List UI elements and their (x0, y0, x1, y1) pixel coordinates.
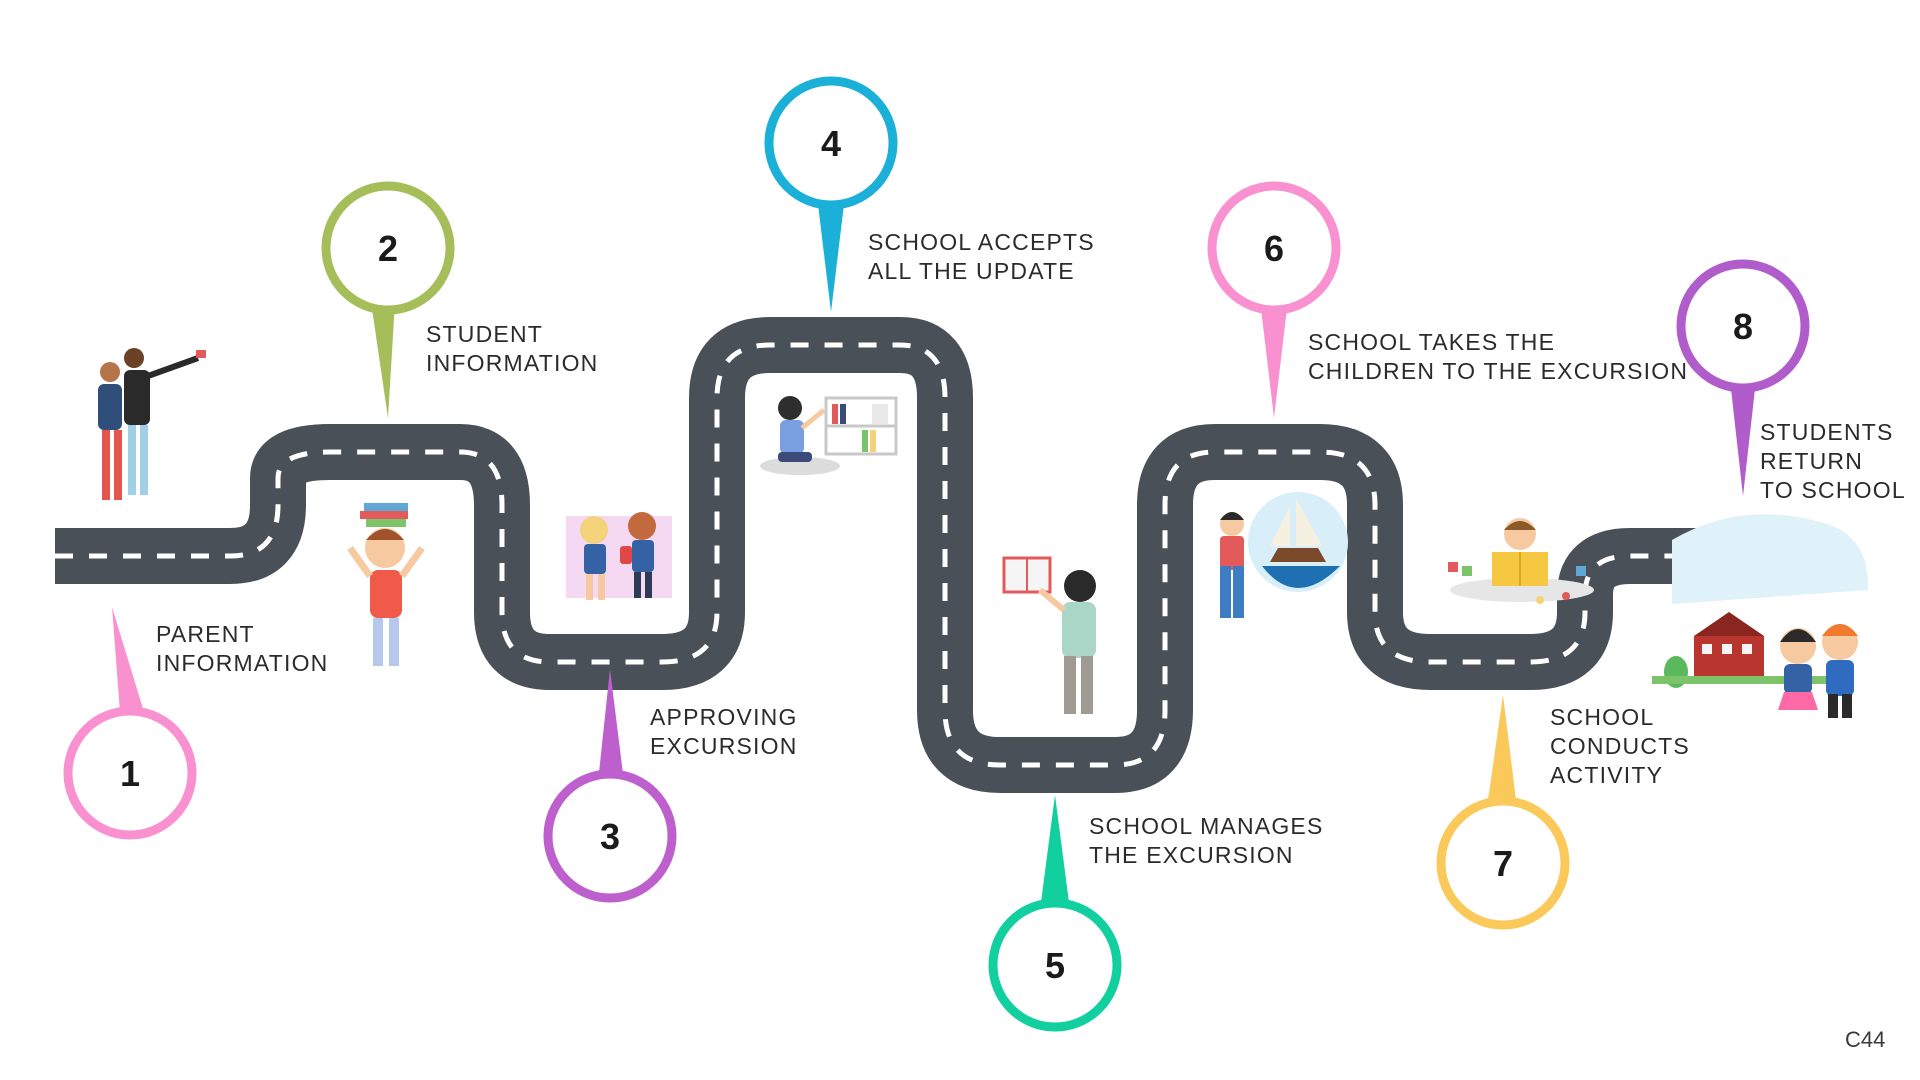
milestone-label-4-line-1: SCHOOL ACCEPTS (868, 229, 1095, 255)
milestone-label-7-line-3: ACTIVITY (1550, 762, 1663, 788)
milestone-label-8-line-3: TO SCHOOL (1760, 477, 1906, 503)
milestone-6: 6 SCHOOL TAKES THE CHILDREN TO THE EXCUR… (1207, 181, 1688, 418)
pin-pointer-1 (112, 607, 144, 712)
milestone-number-8: 8 (1733, 306, 1753, 347)
milestone-label-6-line-1: SCHOOL TAKES THE (1308, 329, 1555, 355)
milestone-label-6-line-2: CHILDREN TO THE EXCURSION (1308, 358, 1688, 384)
milestone-number-6: 6 (1264, 228, 1284, 269)
pin-circle-6 (1207, 181, 1341, 315)
pin-pointer-4 (817, 196, 845, 312)
milestone-5: 5 SCHOOL MANAGES THE EXCURSION (988, 795, 1324, 1032)
kid-balancing-books-illustration (347, 503, 425, 666)
road-center-line (55, 342, 1830, 768)
milestone-number-1: 1 (120, 753, 140, 794)
milestone-4: 4 SCHOOL ACCEPTS ALL THE UPDATE (764, 76, 1095, 312)
pin-pointer-7 (1488, 695, 1516, 800)
pin-circle-8 (1676, 259, 1810, 393)
milestone-label-2-line-2: INFORMATION (426, 350, 598, 376)
pin-circle-4 (764, 76, 898, 210)
milestone-label-7-line-1: SCHOOL (1550, 704, 1654, 730)
page-code: C44 (1845, 1027, 1885, 1052)
pin-circle-5 (988, 898, 1122, 1032)
pin-pointer-5 (1040, 795, 1070, 910)
pin-circle-2 (321, 181, 455, 315)
milestone-label-1-line-1: PARENT (156, 621, 255, 647)
milestone-number-3: 3 (600, 816, 620, 857)
pin-pointer-2 (371, 302, 395, 418)
pin-circle-3 (543, 769, 677, 903)
pin-pointer-3 (598, 669, 624, 782)
milestone-label-2-line-1: STUDENT (426, 321, 543, 347)
milestone-3: 3 APPROVING EXCURSION (543, 669, 798, 903)
school-building-kids-illustration (1652, 514, 1869, 718)
road (55, 317, 1830, 793)
pin-pointer-8 (1730, 380, 1756, 496)
milestone-label-5-line-2: THE EXCURSION (1089, 842, 1294, 868)
boy-reading-toys-illustration (1448, 518, 1594, 604)
milestone-label-8-line-2: RETURN (1760, 448, 1863, 474)
milestone-7: 7 SCHOOL CONDUCTS ACTIVITY (1436, 695, 1690, 930)
milestone-number-2: 2 (378, 228, 398, 269)
pin-circle-1 (63, 706, 197, 840)
girl-reading-book-illustration (1002, 556, 1096, 714)
milestone-label-7-line-2: CONDUCTS (1550, 733, 1690, 759)
pin-circle-7 (1436, 796, 1570, 930)
milestone-2: 2 STUDENT INFORMATION (321, 181, 598, 418)
milestone-1: 1 PARENT INFORMATION (63, 607, 328, 840)
milestone-8: 8 STUDENTS RETURN TO SCHOOL (1676, 259, 1906, 503)
pin-pointer-6 (1260, 300, 1288, 418)
milestone-label-3-line-1: APPROVING (650, 704, 798, 730)
milestone-label-5-line-1: SCHOOL MANAGES (1089, 813, 1324, 839)
girl-at-bookshelf-illustration (760, 396, 898, 475)
milestone-label-8-line-1: STUDENTS (1760, 419, 1894, 445)
milestone-label-1-line-2: INFORMATION (156, 650, 328, 676)
milestone-label-3-line-2: EXCURSION (650, 733, 798, 759)
milestone-number-5: 5 (1045, 945, 1065, 986)
milestone-number-4: 4 (821, 123, 841, 164)
parents-selfie-illustration (98, 348, 206, 500)
milestone-number-7: 7 (1493, 843, 1513, 884)
students-walking-illustration (566, 512, 672, 600)
milestone-label-4-line-2: ALL THE UPDATE (868, 258, 1075, 284)
girl-dreaming-of-ship-illustration (1220, 492, 1348, 618)
